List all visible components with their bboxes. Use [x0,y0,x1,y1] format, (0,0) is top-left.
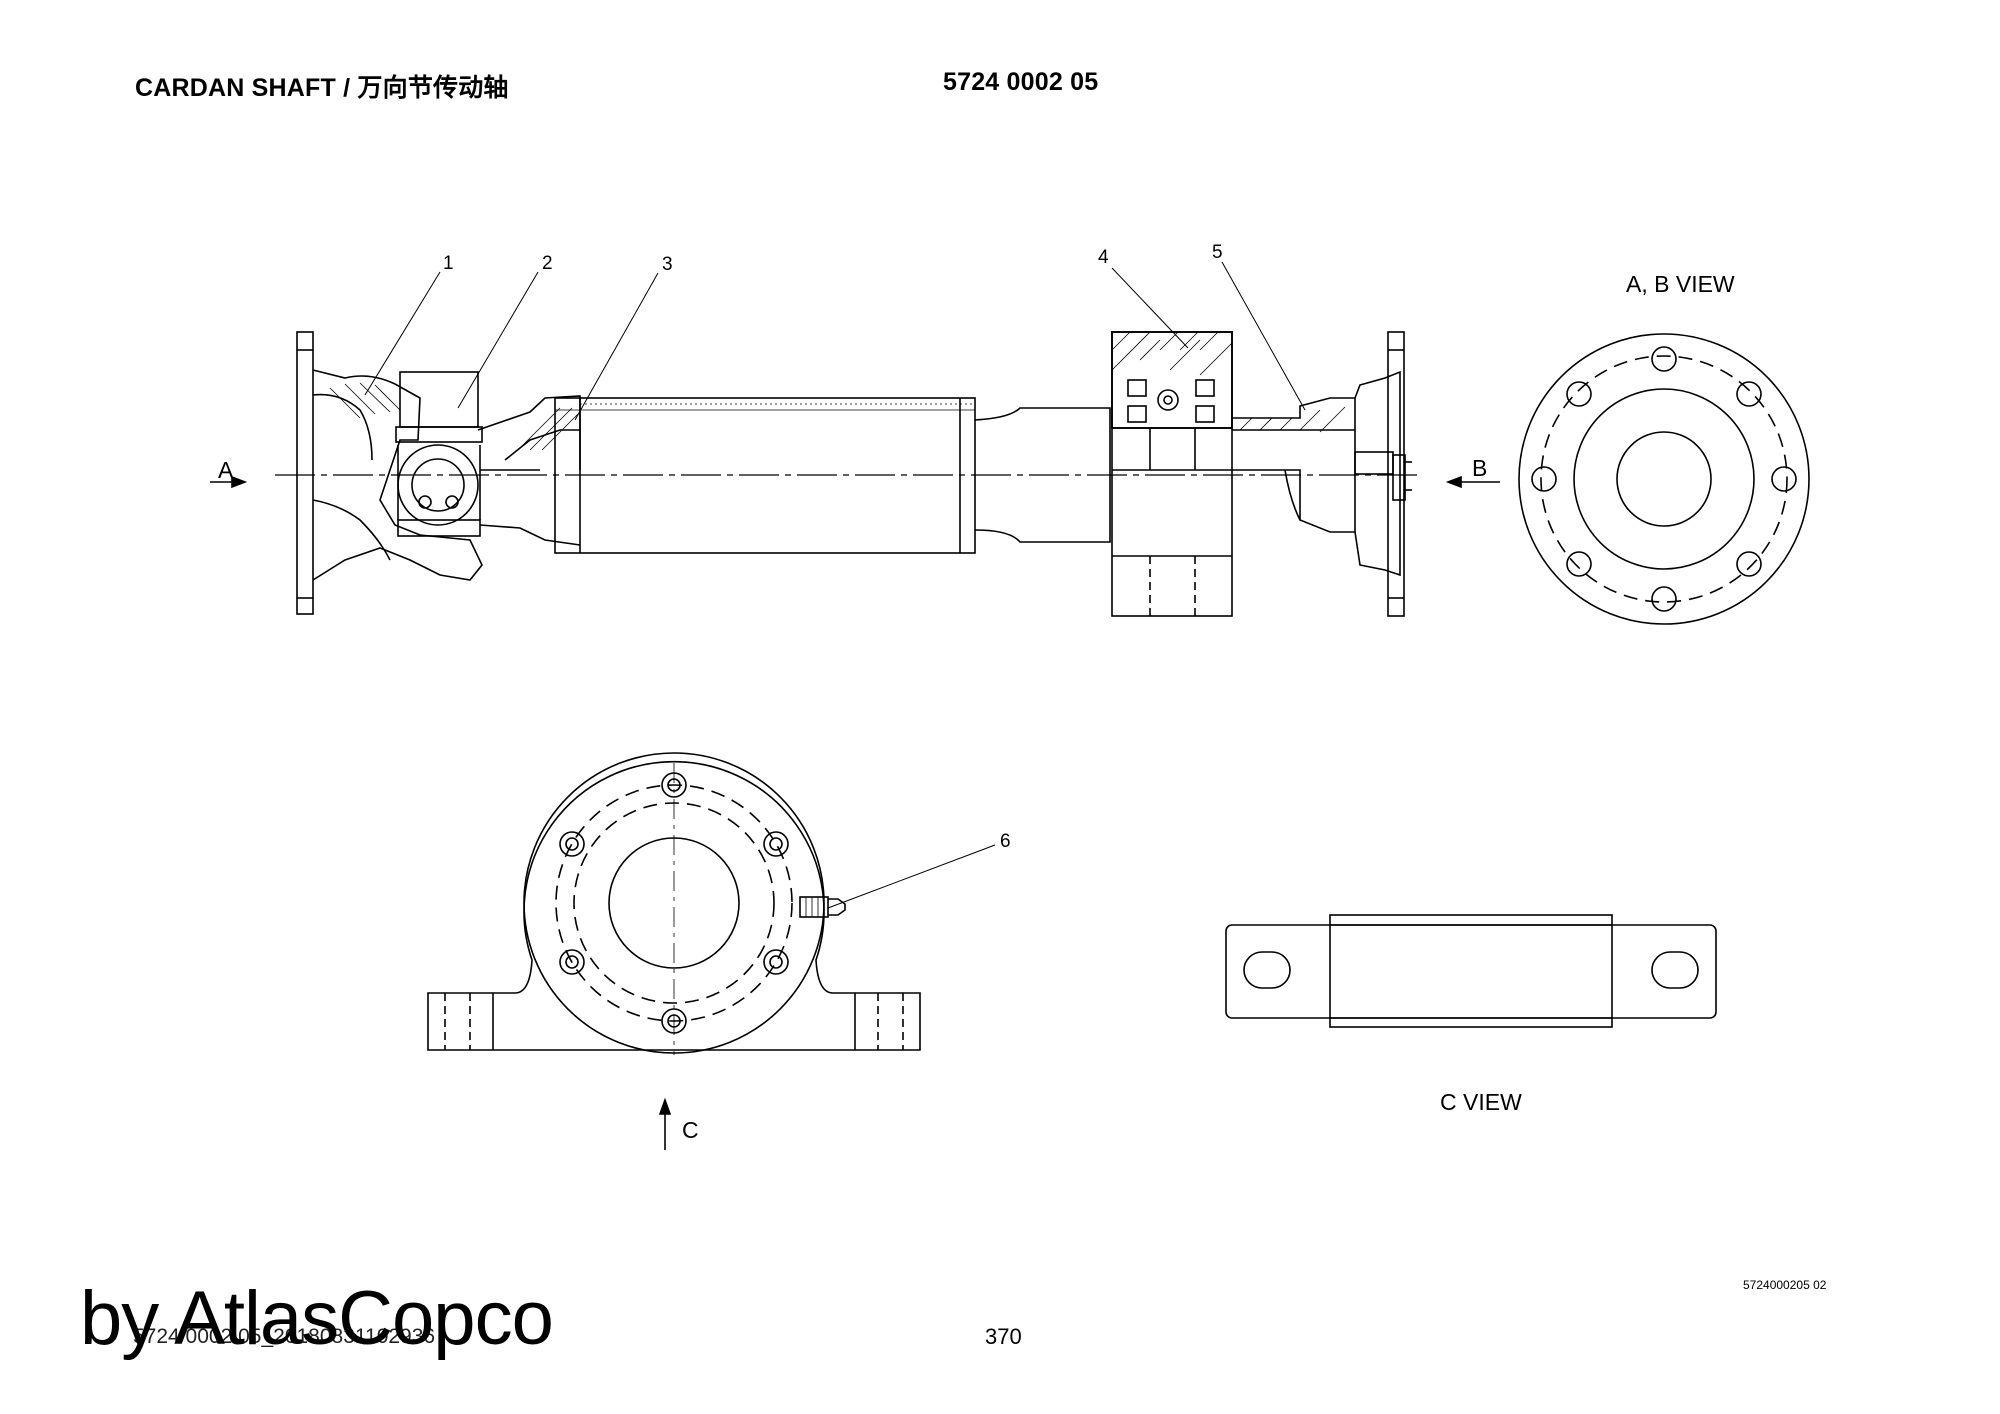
ab-view-label: A, B VIEW [1626,271,1735,297]
page-number: 370 [985,1324,1022,1349]
watermark: by AtlasCopco [80,1276,554,1361]
drawing-reference: 5724000205 02 [1743,1278,1827,1292]
view-arrow-c: C [682,1117,699,1143]
flange-end-view [1518,333,1810,625]
part-number: 5724 0002 05 [943,68,1099,96]
c-view-label: C VIEW [1440,1089,1522,1115]
file-code: 5724 0002 05_20180831102936 [133,1325,436,1348]
leader-lines [364,261,1306,909]
callout-6: 6 [1000,831,1011,852]
bearing-top-view [1225,914,1717,1028]
view-arrow-a: A [218,457,234,483]
callout-1: 1 [443,253,454,274]
shaft-side-view [210,331,1500,617]
page-title: CARDAN SHAFT / 万向节传动轴 [135,74,509,102]
callout-4: 4 [1098,247,1109,268]
callout-3: 3 [662,254,673,275]
view-arrow-b: B [1472,455,1487,481]
callout-5: 5 [1212,242,1223,263]
callout-2: 2 [542,253,553,274]
support-bearing-front-view [427,752,921,1150]
